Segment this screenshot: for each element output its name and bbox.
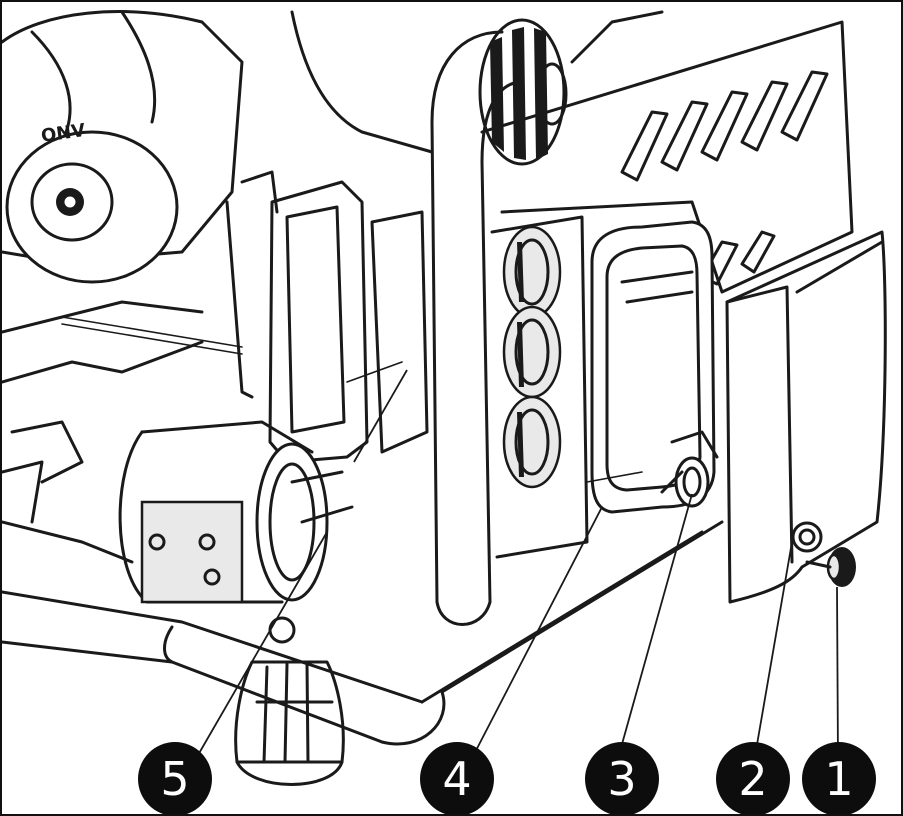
left-filter-cover [227,172,427,462]
engine-block: ONV [2,12,242,522]
callout-4: 4 [420,742,494,816]
access-door [727,232,885,602]
callout-4-label: 4 [442,756,471,802]
bottom-frame [2,522,722,744]
callout-1-label: 1 [824,756,853,802]
leader-line-3 [617,494,692,762]
callout-5: 5 [138,742,212,816]
foot [236,618,344,785]
callout-5-label: 5 [160,756,189,802]
callout-1: 1 [802,742,876,816]
leader-line-1 [837,587,838,762]
callout-2: 2 [716,742,790,816]
top-knob [480,12,662,164]
callout-3-label: 3 [607,756,636,802]
callout-2-label: 2 [738,756,767,802]
alternator-coils [492,217,587,557]
callout-3: 3 [585,742,659,816]
